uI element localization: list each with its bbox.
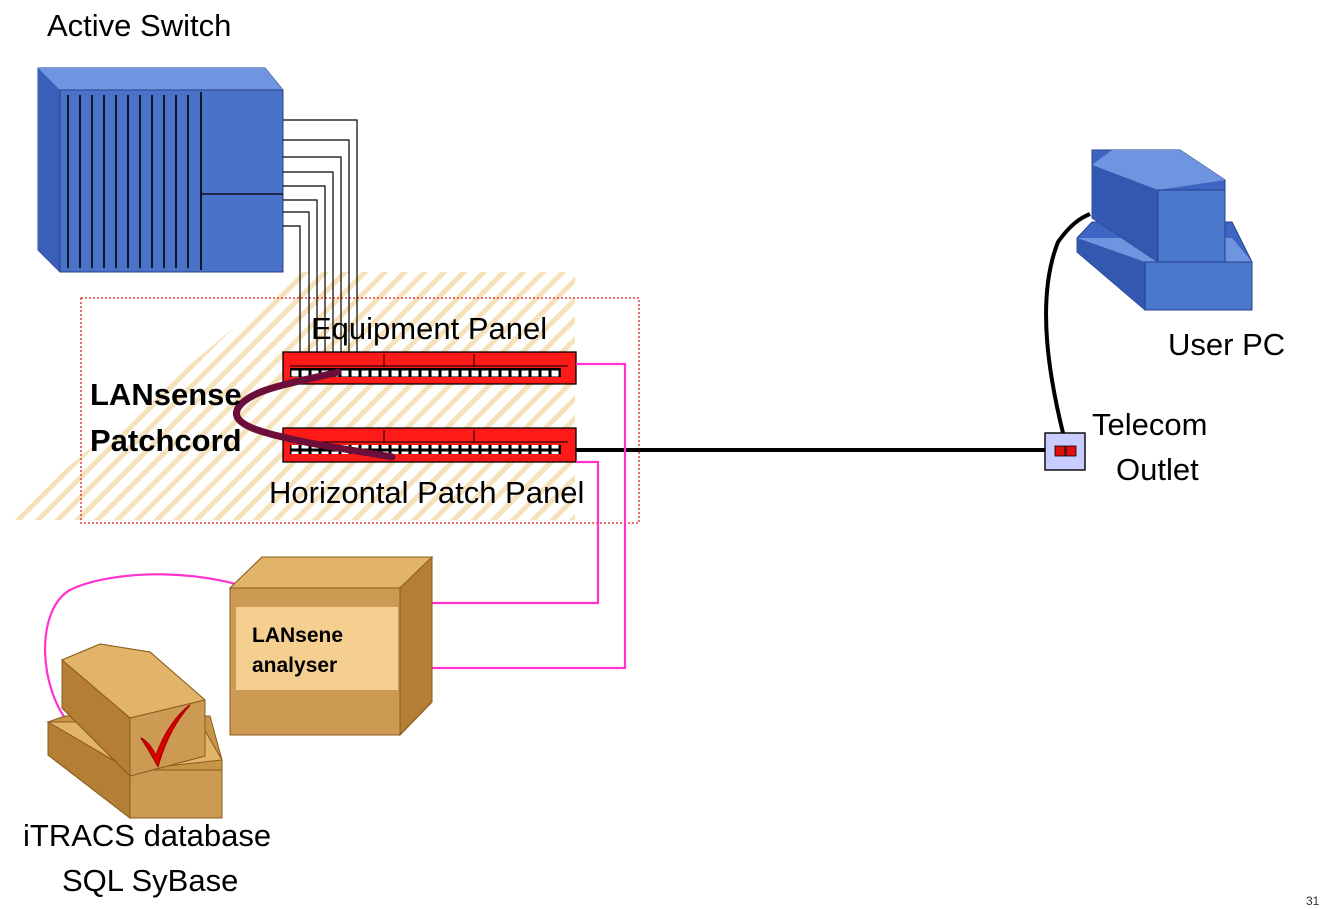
switch-icon — [37, 67, 284, 273]
lansense-patchcord — [233, 368, 396, 461]
horizontal-patch-panel — [282, 427, 577, 463]
user-pc-label: User PC — [1168, 327, 1286, 362]
switch-cables — [283, 119, 358, 372]
analyser-label-line2: analyser — [252, 654, 338, 677]
database-label-line2: SQL SyBase — [62, 863, 239, 898]
analyser-icon — [228, 555, 434, 737]
database-label-line1: iTRACS database — [23, 818, 272, 853]
analyser-label-line1: LANsene — [252, 624, 344, 647]
telecom-outlet-label-line2: Outlet — [1116, 452, 1199, 487]
equipment-panel — [282, 351, 577, 385]
patch-zone-border — [80, 297, 640, 524]
sense-wires — [44, 362, 627, 728]
page-number: 31 — [1306, 894, 1320, 908]
pc-icon — [1076, 149, 1253, 311]
active-switch-label: Active Switch — [47, 8, 232, 43]
horizontal-patch-panel-label: Horizontal Patch Panel — [269, 475, 585, 510]
telecom-outlet-label-line1: Telecom — [1092, 407, 1208, 442]
check-icon — [140, 704, 191, 768]
pc-cable — [1044, 212, 1091, 434]
patchcord-label-line1: LANsense — [90, 377, 242, 412]
patchcord-label-line2: Patchcord — [90, 423, 242, 458]
database-icon — [46, 643, 223, 820]
equipment-panel-label: Equipment Panel — [311, 311, 548, 346]
outlet-icon — [1044, 432, 1086, 471]
